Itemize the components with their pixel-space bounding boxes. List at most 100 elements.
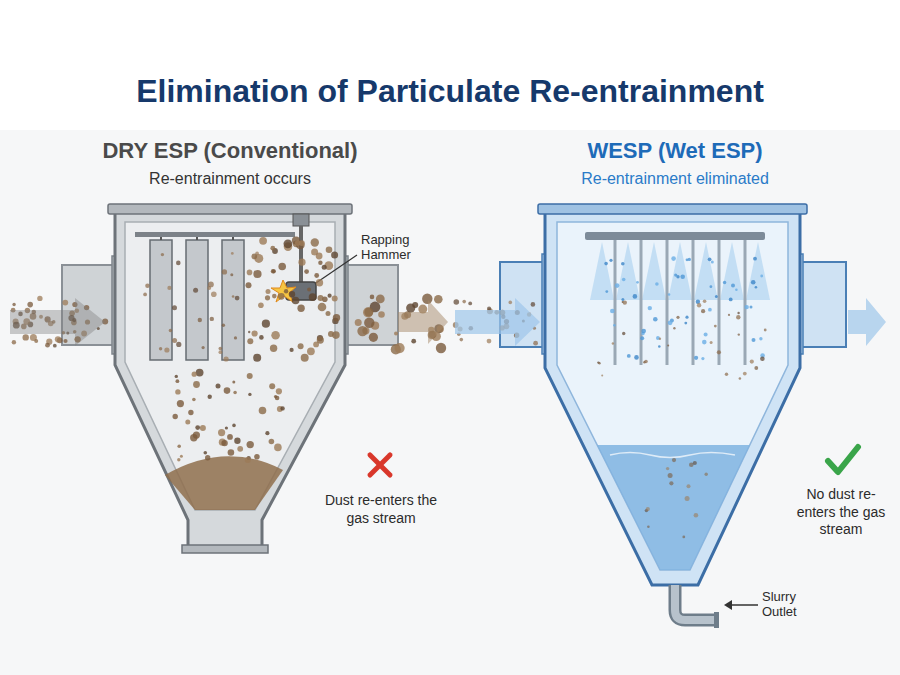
- particle: [164, 347, 169, 352]
- particle: [598, 362, 600, 364]
- particle: [193, 432, 200, 439]
- particle: [271, 269, 275, 273]
- particle: [188, 410, 193, 415]
- particle: [610, 309, 615, 314]
- particle: [176, 379, 180, 383]
- particle: [284, 289, 288, 293]
- particle: [311, 238, 319, 246]
- wesp-housing: [500, 204, 846, 628]
- particle: [422, 294, 432, 304]
- particle: [434, 295, 443, 304]
- particle: [265, 295, 270, 300]
- particle: [322, 265, 327, 270]
- particle: [204, 451, 208, 455]
- particle: [193, 381, 200, 388]
- particle: [62, 300, 68, 306]
- particle: [714, 325, 717, 328]
- particle: [326, 311, 331, 316]
- particle: [172, 338, 177, 343]
- particle: [265, 431, 269, 435]
- particle: [258, 302, 264, 308]
- particle: [276, 388, 282, 394]
- particle: [659, 338, 661, 340]
- particle: [701, 357, 704, 360]
- particle: [247, 441, 254, 448]
- particle: [640, 336, 644, 340]
- particle: [316, 253, 323, 260]
- particle: [468, 302, 472, 306]
- particle: [247, 373, 253, 379]
- particle: [333, 314, 340, 321]
- callout-label: Rapping Hammer: [361, 233, 433, 263]
- particle: [232, 295, 235, 298]
- particle: [218, 429, 225, 436]
- particle: [228, 449, 235, 456]
- callout-label: Slurry Outlet: [762, 590, 826, 620]
- particle: [685, 316, 688, 319]
- cross-mark: [370, 455, 390, 475]
- particle: [237, 446, 243, 452]
- particle: [676, 316, 679, 319]
- particle: [708, 308, 712, 312]
- particle: [728, 314, 730, 316]
- particle: [247, 270, 253, 276]
- particle: [394, 331, 398, 335]
- particle: [751, 280, 756, 285]
- particle: [34, 339, 38, 343]
- particle: [271, 331, 280, 340]
- particle: [248, 331, 250, 333]
- panel-subheading: Re-entrainment eliminated: [525, 169, 825, 188]
- particle: [487, 306, 491, 310]
- particle: [332, 295, 338, 301]
- particle: [672, 458, 676, 462]
- particle: [666, 467, 669, 470]
- particle: [609, 259, 612, 262]
- particle: [653, 317, 658, 322]
- particle: [759, 337, 762, 340]
- result-note: Dust re-enters the gas stream: [322, 492, 440, 527]
- particle: [221, 440, 227, 446]
- particle: [669, 481, 673, 485]
- particle: [673, 327, 675, 329]
- panel-heading: DRY ESP (Conventional): [80, 138, 380, 164]
- particle: [462, 300, 466, 304]
- particle: [735, 289, 738, 292]
- particle: [364, 308, 373, 317]
- particle: [314, 273, 319, 278]
- particle: [316, 279, 323, 286]
- particle: [723, 281, 726, 284]
- particle: [210, 317, 214, 321]
- particle: [269, 383, 275, 389]
- particle: [729, 298, 733, 302]
- particle: [253, 354, 261, 362]
- particle: [23, 334, 29, 340]
- particle: [318, 261, 322, 265]
- particle: [376, 295, 385, 304]
- particle: [63, 339, 67, 343]
- particle: [648, 306, 652, 310]
- particle: [224, 387, 231, 394]
- particle: [232, 380, 235, 383]
- particle: [328, 294, 332, 298]
- particle: [37, 296, 42, 301]
- particle: [252, 254, 258, 260]
- particle: [304, 269, 309, 274]
- particle: [370, 295, 375, 300]
- particle: [684, 322, 687, 325]
- particle: [259, 237, 267, 245]
- particle: [55, 336, 61, 342]
- particle: [460, 338, 464, 342]
- particle: [668, 320, 673, 325]
- particle: [612, 342, 614, 344]
- particle: [318, 295, 324, 301]
- particle: [739, 377, 742, 380]
- particle: [641, 329, 646, 334]
- particle: [224, 356, 229, 361]
- particle: [363, 307, 373, 317]
- particle: [633, 294, 638, 299]
- collector-tubes: [615, 240, 745, 365]
- particle: [248, 393, 251, 396]
- particle: [216, 384, 221, 389]
- particle: [205, 455, 210, 460]
